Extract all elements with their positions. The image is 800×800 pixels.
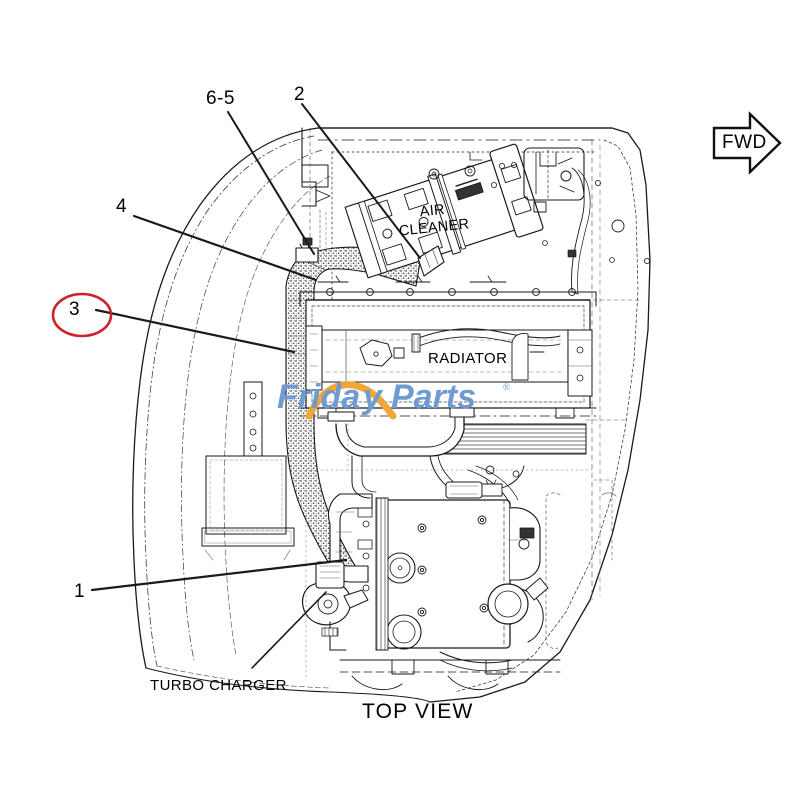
- callout-number-1[interactable]: 1: [74, 581, 86, 602]
- part-label-radiator: RADIATOR: [428, 350, 508, 367]
- callout-number-4[interactable]: 4: [116, 196, 128, 217]
- part-label-turbo-charger: TURBO CHARGER: [150, 677, 287, 694]
- callout-number-2[interactable]: 2: [294, 84, 306, 105]
- callout-number-6-5[interactable]: 6-5: [206, 88, 235, 109]
- callout-number-3[interactable]: 3: [69, 299, 81, 320]
- view-title-top-view: TOP VIEW: [362, 700, 474, 723]
- fwd-arrow-label: FWD: [722, 132, 767, 153]
